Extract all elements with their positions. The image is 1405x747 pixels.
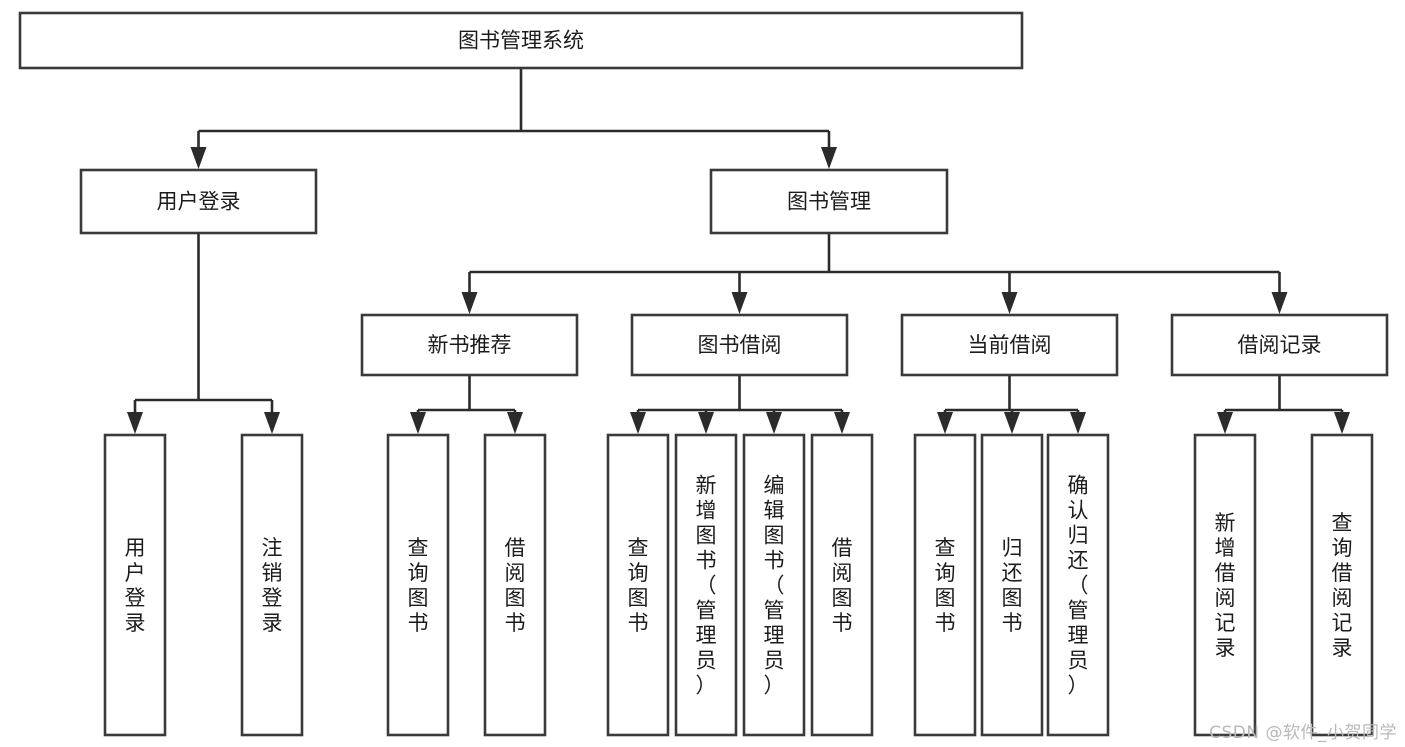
level3-node-box[interactable] <box>900 313 1119 377</box>
level3-node-box[interactable] <box>630 313 849 377</box>
arrow-head-icon <box>1070 412 1086 434</box>
leaf-node-box[interactable] <box>103 433 167 737</box>
leaf-node-9[interactable]: 归还图书 <box>980 433 1044 737</box>
root-node-box[interactable] <box>18 11 1024 70</box>
level3-node-3[interactable]: 借阅记录 <box>1170 313 1389 377</box>
level3-node-0[interactable]: 新书推荐 <box>360 313 579 377</box>
arrow-head-icon <box>461 292 478 314</box>
arrow-head-icon <box>630 412 646 434</box>
leaf-node-label: 注销登录 <box>262 536 283 635</box>
level2-node-box[interactable] <box>709 168 949 235</box>
arrow-head-icon <box>1271 292 1288 314</box>
leaf-node-label: 查询图书 <box>628 536 649 635</box>
level3-node-2[interactable]: 当前借阅 <box>900 313 1119 377</box>
leaf-node-3[interactable]: 借阅图书 <box>483 433 547 737</box>
leaf-node-box[interactable] <box>606 433 670 737</box>
leaf-node-box[interactable] <box>913 433 977 737</box>
leaf-node-label: 归还图书 <box>1002 536 1023 635</box>
watermark-label: CSDN @软件_小贺同学 <box>1209 723 1397 743</box>
leaf-node-7[interactable]: 借阅图书 <box>810 433 874 737</box>
leaf-node-box[interactable] <box>386 433 450 737</box>
leaf-node-label: 编辑图书（管理员） <box>764 474 785 698</box>
level3-node-label: 借阅记录 <box>1238 333 1322 357</box>
leaf-node-label: 新增图书（管理员） <box>696 474 717 698</box>
level3-node-box[interactable] <box>360 313 579 377</box>
leaf-node-1[interactable]: 注销登录 <box>240 433 304 737</box>
leaf-node-box[interactable] <box>1193 433 1257 737</box>
arrow-head-icon <box>834 412 850 434</box>
leaf-node-5[interactable]: 新增图书（管理员） <box>674 433 738 737</box>
leaf-node-box[interactable] <box>674 433 738 737</box>
leaf-node-label: 查询图书 <box>408 536 429 635</box>
leaf-node-label: 借阅图书 <box>832 536 853 635</box>
leaf-node-box[interactable] <box>240 433 304 737</box>
level3-node-box[interactable] <box>1170 313 1389 377</box>
arrow-head-icon <box>766 412 782 434</box>
leaf-node-10[interactable]: 确认归还（管理员） <box>1046 433 1110 737</box>
level2-node-1[interactable]: 图书管理 <box>709 168 949 235</box>
level2-node-label: 图书管理 <box>787 190 871 214</box>
level2-node-box[interactable] <box>79 168 318 235</box>
level3-node-label: 图书借阅 <box>698 333 782 357</box>
leaf-node-box[interactable] <box>1046 433 1110 737</box>
level3-node-1[interactable]: 图书借阅 <box>630 313 849 377</box>
root-node-0[interactable]: 图书管理系统 <box>18 11 1024 70</box>
level2-node-label: 用户登录 <box>157 190 241 214</box>
leaf-node-label: 查询借阅记录 <box>1332 511 1353 660</box>
leaf-node-box[interactable] <box>1310 433 1374 737</box>
leaf-node-6[interactable]: 编辑图书（管理员） <box>742 433 806 737</box>
leaf-node-box[interactable] <box>483 433 547 737</box>
level2-node-0[interactable]: 用户登录 <box>79 168 318 235</box>
leaf-node-label: 新增借阅记录 <box>1215 511 1236 660</box>
leaf-node-label: 借阅图书 <box>505 536 526 635</box>
arrow-head-icon <box>1001 292 1018 314</box>
arrow-head-icon <box>1334 412 1350 434</box>
arrow-head-icon <box>410 412 426 434</box>
arrow-head-icon <box>1004 412 1020 434</box>
leaf-node-label: 确认归还（管理员） <box>1068 474 1089 698</box>
leaf-node-label: 用户登录 <box>125 536 146 635</box>
leaf-node-box[interactable] <box>980 433 1044 737</box>
level3-node-label: 当前借阅 <box>968 333 1052 357</box>
node-layer: 图书管理系统用户登录图书管理新书推荐图书借阅当前借阅借阅记录用户登录注销登录查询… <box>18 11 1389 737</box>
leaf-node-4[interactable]: 查询图书 <box>606 433 670 737</box>
leaf-node-2[interactable]: 查询图书 <box>386 433 450 737</box>
arrow-head-icon <box>821 147 837 169</box>
connector-layer <box>127 68 1350 434</box>
arrow-head-icon <box>937 412 953 434</box>
arrow-head-icon <box>731 292 748 314</box>
arrow-head-icon <box>264 412 280 434</box>
leaf-node-box[interactable] <box>742 433 806 737</box>
level3-node-label: 新书推荐 <box>428 333 512 357</box>
arrow-head-icon <box>190 147 207 169</box>
leaf-node-0[interactable]: 用户登录 <box>103 433 167 737</box>
leaf-node-11[interactable]: 新增借阅记录 <box>1193 433 1257 737</box>
arrow-head-icon <box>698 412 714 434</box>
arrow-head-icon <box>1217 412 1233 434</box>
leaf-node-8[interactable]: 查询图书 <box>913 433 977 737</box>
leaf-node-box[interactable] <box>810 433 874 737</box>
leaf-node-label: 查询图书 <box>935 536 956 635</box>
arrow-head-icon <box>507 412 523 434</box>
leaf-node-12[interactable]: 查询借阅记录 <box>1310 433 1374 737</box>
root-node-label: 图书管理系统 <box>458 29 584 53</box>
arrow-head-icon <box>127 412 143 434</box>
